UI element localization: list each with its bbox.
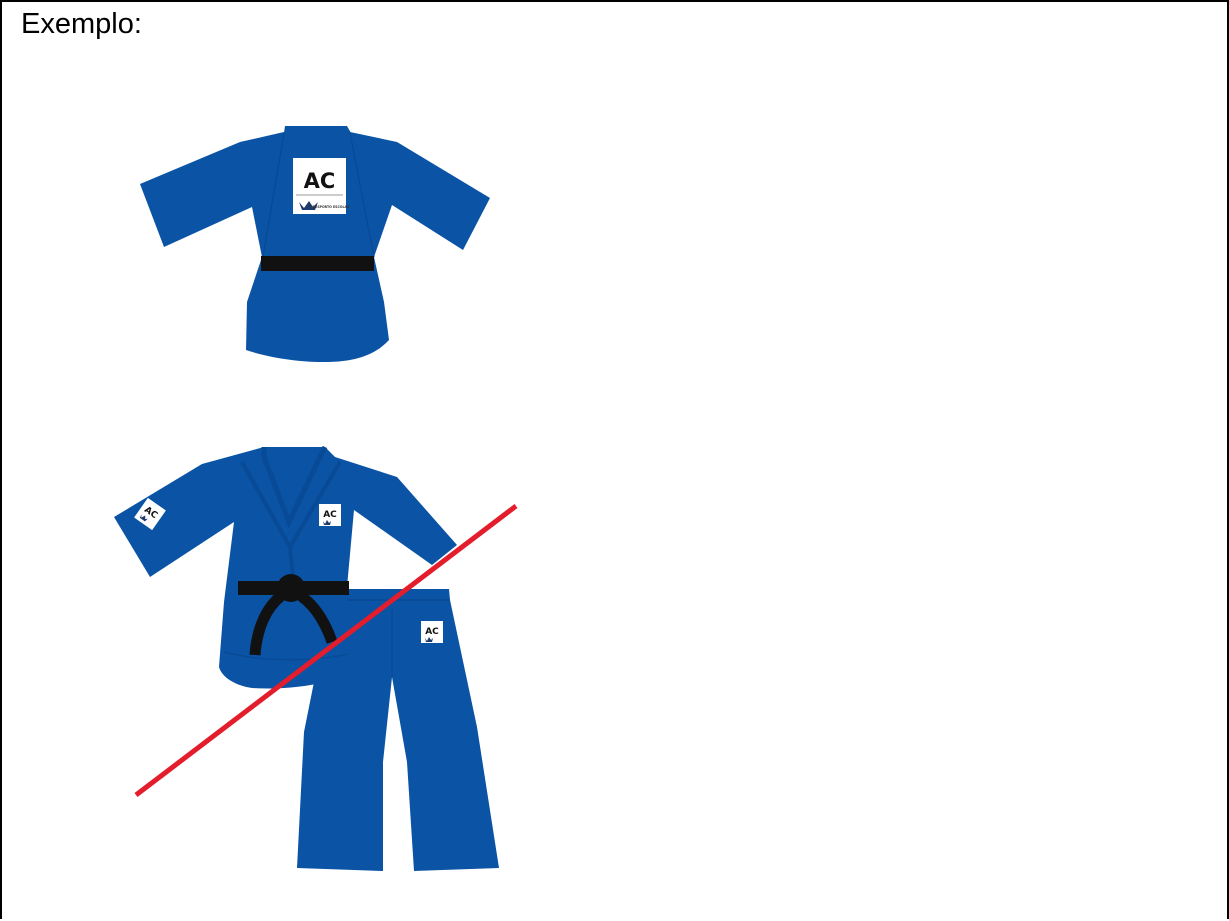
trousers-patch: AC [421,621,443,643]
trousers-patch-text: AC [425,627,439,637]
jacket-back-collar [284,126,351,133]
judo-jacket-back-figure: AC DESPORTO ESCOLAR [140,126,490,362]
chest-patch: AC [319,504,341,526]
judo-uniform-front-figure: AC AC [114,447,516,871]
back-patch-brand-text: DESPORTO ESCOLAR [313,205,350,209]
belt-back [261,256,374,271]
back-patch: AC DESPORTO ESCOLAR [293,158,350,214]
back-patch-text: AC [304,169,336,193]
chest-patch-text: AC [323,510,337,520]
